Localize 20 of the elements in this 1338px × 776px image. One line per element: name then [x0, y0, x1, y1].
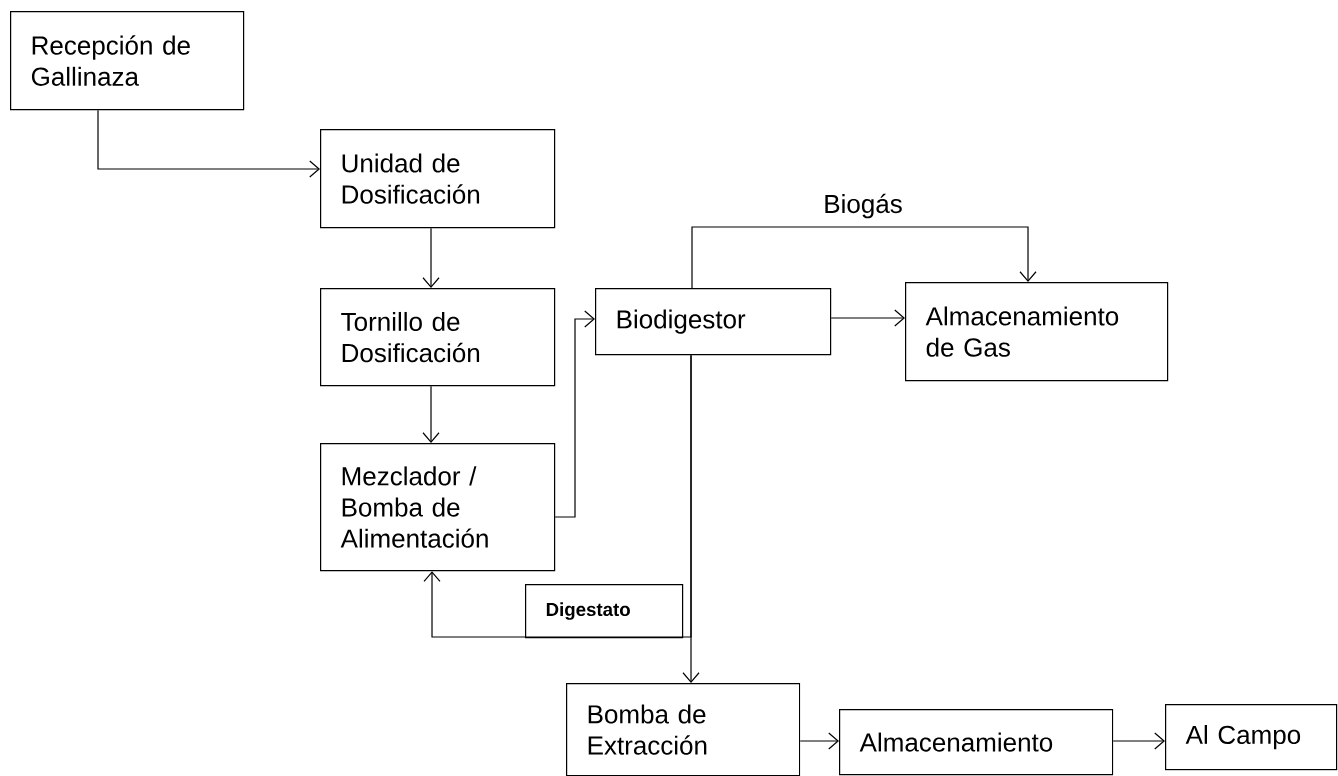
process-box: Almacenamiento [839, 709, 1114, 776]
arrow [554, 310, 595, 518]
arrow [423, 354, 692, 638]
arrow [422, 227, 440, 288]
process-box: Biodigestor [595, 288, 832, 356]
process-box: Almacenamiento de Gas [905, 282, 1169, 382]
process-box: Bomba de Extracción [566, 683, 801, 776]
arrow [830, 309, 905, 327]
process-box: Al Campo [1165, 704, 1338, 771]
process-box: Tornillo de Dosificación [320, 288, 556, 387]
arrow [799, 732, 839, 750]
process-box: Recepción de Gallinaza [10, 11, 245, 111]
tag-box: Digestato [525, 584, 684, 639]
process-box: Unidad de Dosificación [320, 129, 556, 229]
edge-label: Biogás [821, 192, 905, 220]
process-box: Mezclador / Bomba de Alimentación [320, 443, 556, 572]
arrow [691, 226, 1037, 289]
arrow [422, 385, 440, 443]
arrow [1112, 732, 1165, 750]
arrow [97, 109, 320, 178]
